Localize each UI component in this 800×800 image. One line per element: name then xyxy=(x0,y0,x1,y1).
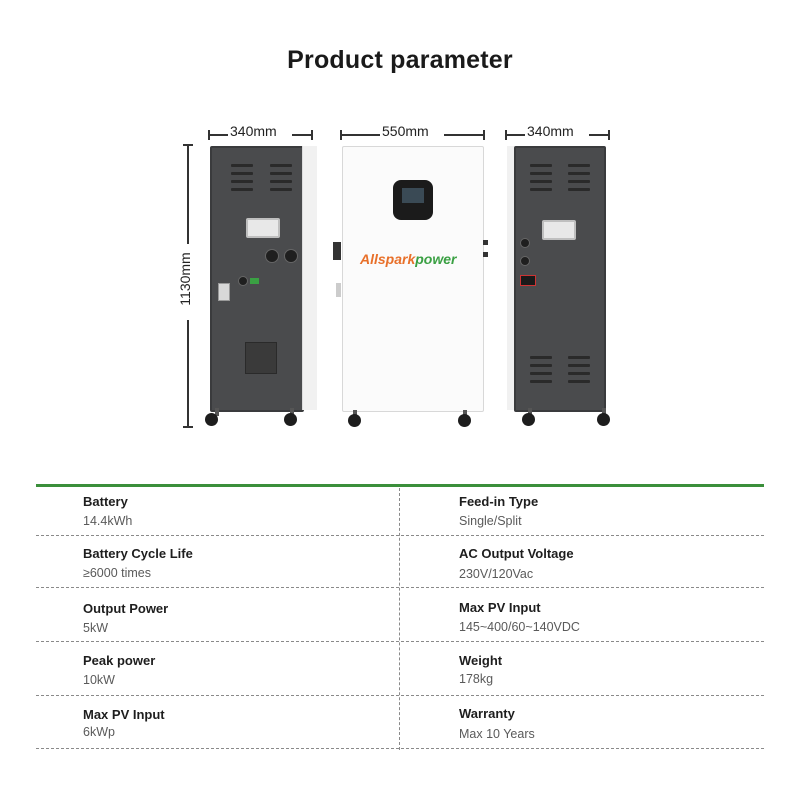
spec-label: Max PV Input xyxy=(459,600,541,615)
spec-label: Warranty xyxy=(459,706,515,721)
spec-value: 5kW xyxy=(83,621,108,635)
spec-value: 6kWp xyxy=(83,725,115,739)
spec-label: Output Power xyxy=(83,601,169,616)
spec-label: Peak power xyxy=(83,653,156,668)
table-top-rule xyxy=(36,484,764,487)
brand-logo: Allsparkpower xyxy=(360,251,457,267)
display-screen xyxy=(393,180,433,220)
spec-label: AC Output Voltage xyxy=(459,546,574,561)
column-divider xyxy=(399,488,400,750)
spec-value: 10kW xyxy=(83,673,115,687)
row-divider xyxy=(36,695,764,696)
spec-label: Weight xyxy=(459,653,503,668)
spec-label: Max PV Input xyxy=(83,707,165,722)
spec-value: 14.4kWh xyxy=(83,514,133,528)
spec-label: Battery Cycle Life xyxy=(83,546,193,561)
row-divider xyxy=(36,748,764,749)
spec-value: 230V/120Vac xyxy=(459,567,534,581)
spec-value: ≥6000 times xyxy=(83,566,152,580)
row-divider xyxy=(36,535,764,536)
spec-label: Battery xyxy=(83,494,128,509)
dimension-label: 1130mm xyxy=(177,252,193,306)
spec-value: Max 10 Years xyxy=(459,727,535,741)
row-divider xyxy=(36,641,764,642)
spec-value: 178kg xyxy=(459,672,494,686)
page-title: Product parameter xyxy=(287,46,513,74)
spec-label: Feed-in Type xyxy=(459,494,539,509)
dimension-label: 340mm xyxy=(230,123,277,139)
spec-value: 145~400/60~140VDC xyxy=(459,620,580,634)
dimension-label: 340mm xyxy=(527,123,574,139)
row-divider xyxy=(36,587,764,588)
dimension-label: 550mm xyxy=(382,123,429,139)
spec-value: Single/Split xyxy=(459,514,522,528)
